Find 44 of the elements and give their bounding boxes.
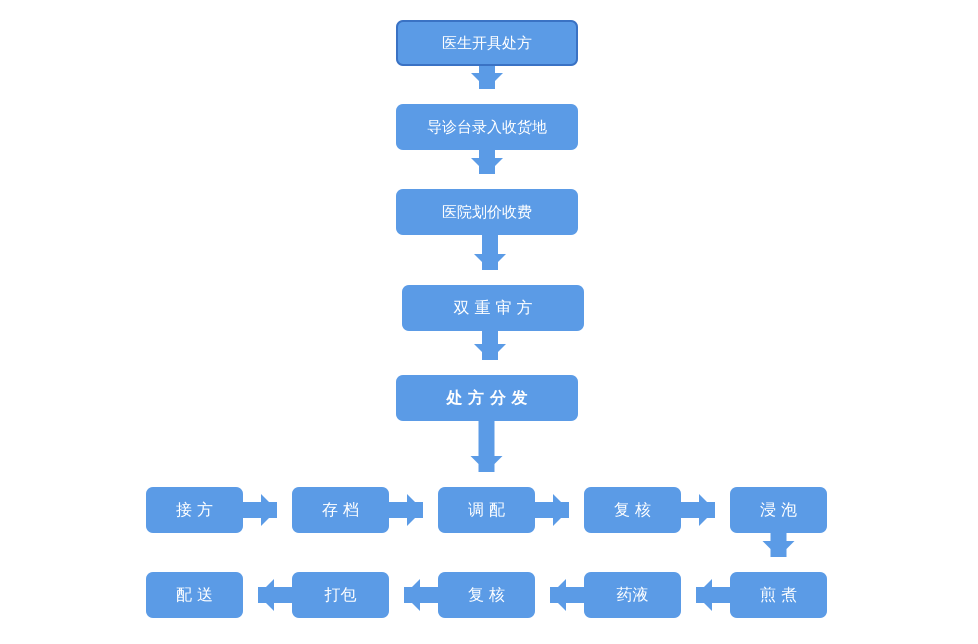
- block-arrow: [550, 579, 584, 611]
- process-box: [396, 189, 578, 235]
- block-arrow: [258, 579, 292, 611]
- process-box: [396, 375, 578, 421]
- step-label: 煎 煮: [760, 585, 798, 605]
- block-arrow: [471, 66, 503, 89]
- step-label: 浸 泡: [760, 500, 798, 520]
- process-box: [146, 572, 243, 618]
- step-label: 医院划价收费: [442, 203, 532, 221]
- step-label: 存 档: [322, 500, 360, 520]
- step-label: 打包: [324, 585, 356, 605]
- process-box: [396, 104, 578, 150]
- process-box: [438, 572, 535, 618]
- block-arrow: [696, 579, 730, 611]
- block-arrow: [474, 235, 506, 270]
- block-arrow: [243, 494, 277, 526]
- block-arrow: [762, 533, 794, 557]
- step-label: 复 核: [614, 500, 652, 520]
- process-box: [146, 487, 243, 533]
- step-label: 接 方: [176, 500, 214, 520]
- block-arrow: [535, 494, 569, 526]
- process-box: [396, 20, 578, 66]
- step-label: 导诊台录入收货地: [427, 118, 547, 136]
- process-box: [402, 285, 584, 331]
- block-arrow: [471, 150, 503, 174]
- step-label: 双 重 审 方: [453, 298, 533, 318]
- step-label: 处 方 分 发: [446, 388, 528, 408]
- step-label: 配 送: [176, 585, 214, 605]
- process-box: [584, 487, 681, 533]
- block-arrow: [474, 331, 506, 360]
- process-box: [584, 572, 681, 618]
- step-label: 医生开具处方: [442, 34, 532, 52]
- process-box: [730, 572, 827, 618]
- process-box: [292, 487, 389, 533]
- process-box: [292, 572, 389, 618]
- block-arrow: [470, 421, 502, 472]
- block-arrow: [404, 579, 438, 611]
- process-box: [730, 487, 827, 533]
- process-box: [438, 487, 535, 533]
- step-label: 调 配: [468, 500, 506, 520]
- step-label: 复 核: [468, 585, 506, 605]
- block-arrow: [681, 494, 715, 526]
- block-arrow: [389, 494, 423, 526]
- step-label: 药液: [616, 585, 648, 605]
